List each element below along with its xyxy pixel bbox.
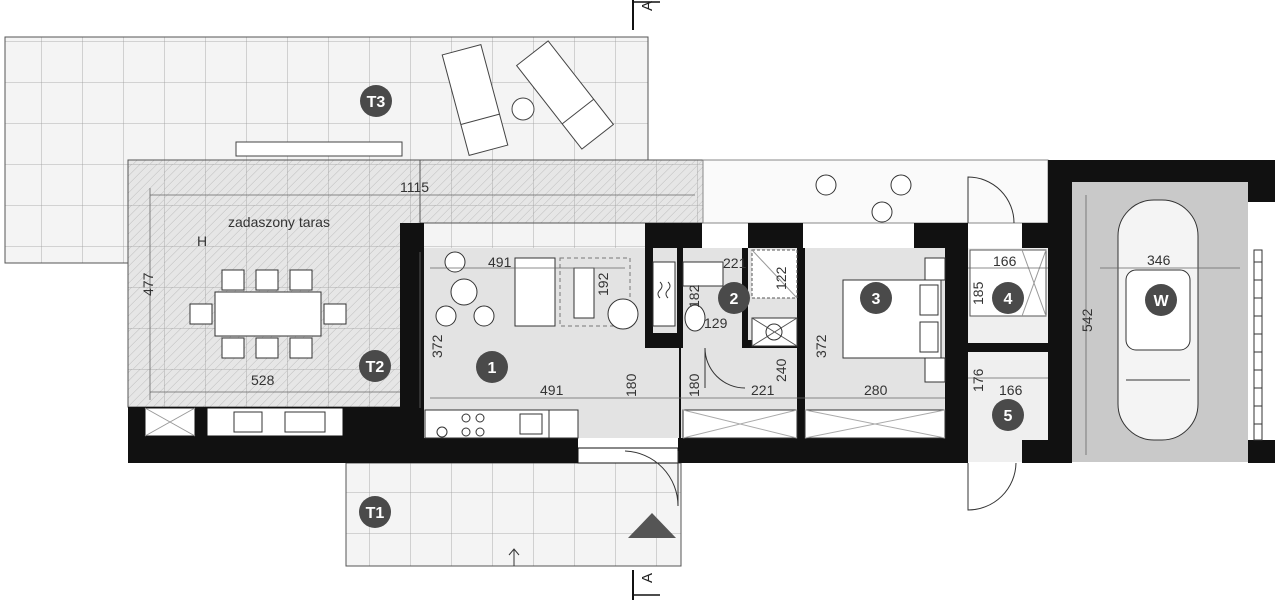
- badge-t2: T2: [359, 350, 391, 382]
- terrace-right-strip: [702, 159, 1049, 224]
- door-room5: [967, 462, 1017, 511]
- badge-room-3-label: 3: [872, 291, 881, 308]
- dim-garage-width: 346: [1147, 252, 1171, 268]
- badge-t3: T3: [360, 85, 392, 117]
- dim-bath-182: 182: [686, 284, 702, 308]
- entrance-arrow-icon: [628, 513, 676, 538]
- car-icon: [1117, 199, 1199, 441]
- marker-h: H: [197, 233, 207, 249]
- dim-garage-depth: 542: [1079, 308, 1095, 332]
- badge-room-4-label: 4: [1004, 291, 1013, 308]
- door-room4: [967, 176, 1015, 224]
- dim-r4-width: 166: [993, 253, 1017, 269]
- dim-bed-width: 280: [864, 382, 888, 398]
- dim-shower-122: 122: [773, 266, 789, 290]
- walls: [128, 160, 1275, 464]
- badge-room-3: 3: [860, 282, 892, 314]
- dim-island: 192: [595, 272, 611, 296]
- badge-t2-label: T2: [366, 359, 385, 376]
- section-marker-top: A: [639, 1, 656, 11]
- badge-room-1-label: 1: [488, 360, 497, 377]
- side-table: [511, 97, 535, 121]
- badge-garage-label: W: [1153, 293, 1169, 310]
- badge-room-5: 5: [992, 399, 1024, 431]
- dim-terrace-depth: 477: [140, 272, 156, 296]
- badge-room-2-label: 2: [730, 291, 739, 308]
- badge-room-1: 1: [476, 351, 508, 383]
- dim-kitchen-180a: 180: [623, 373, 639, 397]
- dim-bed-depth: 372: [813, 334, 829, 358]
- dimension-lines: [149, 188, 1240, 455]
- terrace-strip: [419, 159, 704, 224]
- badge-room-5-label: 5: [1004, 408, 1013, 425]
- badge-t1-label: T1: [366, 505, 385, 522]
- covered-terrace-label: zadaszony taras: [228, 214, 330, 230]
- dim-living-bottom: 491: [540, 382, 564, 398]
- dim-r4-depth: 185: [970, 281, 986, 305]
- dim-kitchen-180b: 180: [686, 373, 702, 397]
- badge-t1: T1: [359, 496, 391, 528]
- dim-r5-width: 166: [999, 382, 1023, 398]
- badge-garage: W: [1145, 284, 1177, 316]
- sofa: [514, 257, 556, 327]
- dim-bath-240: 240: [773, 358, 789, 382]
- dim-bath-bottom: 221: [751, 382, 775, 398]
- section-marker-bottom: A: [639, 573, 656, 583]
- dining-table: [214, 291, 322, 337]
- dim-bath-129: 129: [704, 315, 728, 331]
- dim-terrace-inner: 528: [251, 372, 275, 388]
- badge-room-2: 2: [718, 282, 750, 314]
- dim-bath-top: 221: [723, 255, 747, 271]
- door-entrance: [624, 450, 679, 507]
- kitchen-counter-end: [548, 409, 579, 439]
- dim-living-depth: 372: [429, 334, 445, 358]
- badge-t3-label: T3: [367, 94, 386, 111]
- badge-room-4: 4: [992, 282, 1024, 314]
- sun-lounger-left: [441, 43, 509, 157]
- bench: [235, 141, 403, 157]
- sun-lounger-right: [515, 40, 615, 150]
- dim-living-top: 491: [488, 254, 512, 270]
- dim-terrace-width: 1115: [400, 179, 429, 195]
- dim-r5-depth: 176: [970, 368, 986, 392]
